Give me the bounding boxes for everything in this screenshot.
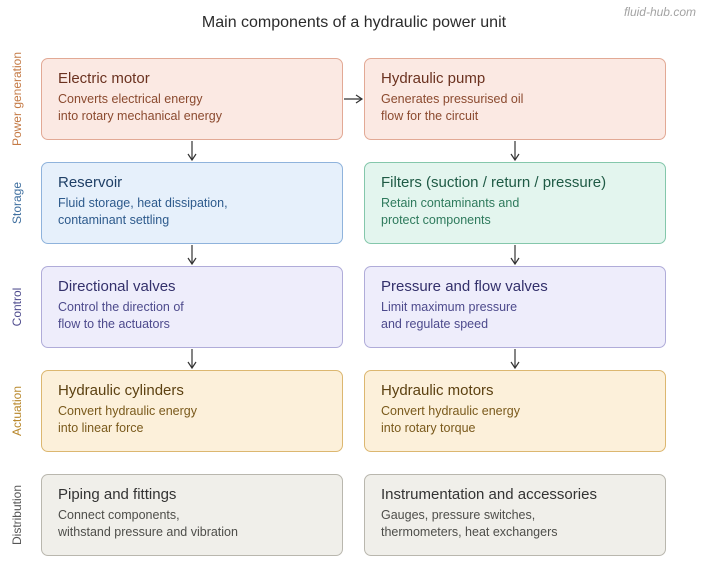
component-description-line: Limit maximum pressure [381,300,518,314]
component-title: Instrumentation and accessories [381,486,597,503]
arrow-motor-to-pump [344,94,364,104]
watermark: fluid-hub.com [623,5,696,19]
component-title: Pressure and flow valves [381,278,548,295]
component-description-line: Generates pressurised oil [381,92,524,106]
component-title: Hydraulic pump [381,70,486,87]
component-description-line: Retain contaminants and [381,196,520,210]
component-description-line: protect components [381,213,491,227]
arrow-down [510,349,520,370]
arrow-down [187,245,197,266]
component-title: Electric motor [58,70,150,87]
component-title: Piping and fittings [58,486,177,503]
arrow-down [187,141,197,162]
component-description-line: into rotary mechanical energy [58,109,222,123]
diagram-title: Main components of a hydraulic power uni… [201,14,507,31]
component-card: Filters (suction / return / pressure) Ret… [364,162,666,244]
component-description-line: into rotary torque [381,421,476,435]
component-description-line: into linear force [58,421,144,435]
component-description-line: Convert hydraulic energy [381,404,520,418]
component-description-line: thermometers, heat exchangers [381,525,558,539]
component-description-line: flow for the circuit [381,109,479,123]
component-description-line: Convert hydraulic energy [58,404,197,418]
component-description-line: flow to the actuators [58,317,170,331]
component-description-line: and regulate speed [381,317,489,331]
component-title: Reservoir [58,174,123,191]
component-title: Directional valves [58,278,176,295]
arrow-down [510,141,520,162]
component-description-line: Converts electrical energy [58,92,203,106]
component-description-line: withstand pressure and vibration [58,525,238,539]
arrow-down [510,245,520,266]
component-description-line: Gauges, pressure switches, [381,508,536,522]
component-description-line: Control the direction of [58,300,184,314]
component-description-line: Fluid storage, heat dissipation, [58,196,228,210]
arrow-down [187,349,197,370]
component-description-line: Connect components, [58,508,180,522]
component-title: Hydraulic cylinders [58,382,184,399]
component-title: Filters (suction / return / pressure) [381,174,607,191]
component-title: Hydraulic motors [381,382,494,399]
component-description-line: contaminant settling [58,213,170,227]
